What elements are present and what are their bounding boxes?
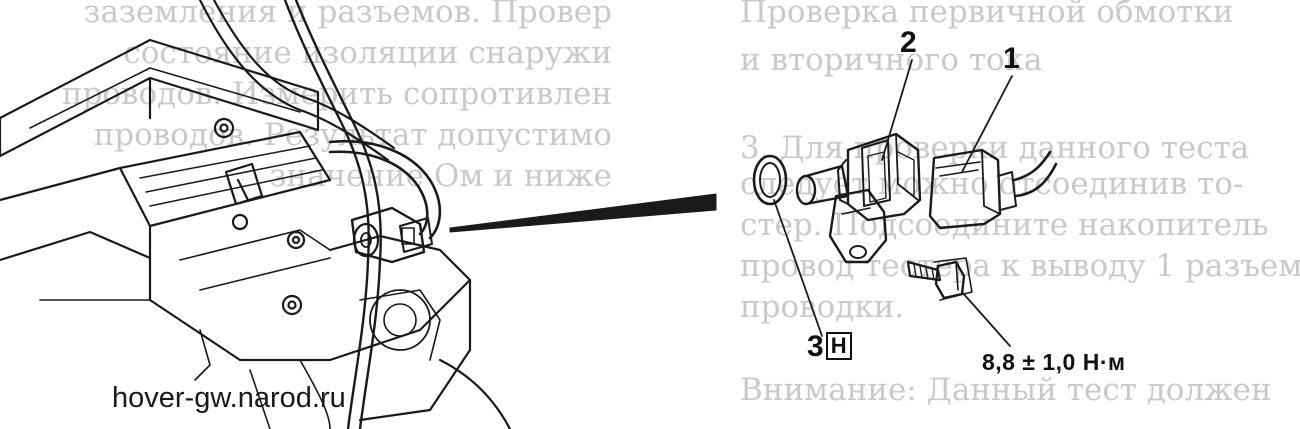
harness-connector	[928, 148, 1058, 230]
engine-hoses	[198, 0, 442, 429]
replace-part-mark: H	[825, 332, 852, 360]
leader-line-1	[961, 75, 1013, 173]
o-ring	[752, 154, 788, 206]
callout-o-ring-digit: 3	[807, 330, 824, 363]
leader-line-3	[773, 199, 823, 337]
leader-lines	[773, 59, 1013, 347]
installed-sensor	[350, 206, 433, 264]
crankshaft-position-sensor	[795, 132, 922, 264]
callout-connector-number: 1	[1003, 42, 1020, 75]
leader-line-2	[881, 59, 913, 161]
site-watermark: hover-gw.narod.ru	[112, 382, 346, 414]
mounting-bolt	[906, 257, 973, 301]
torque-spec-label: 8,8 ± 1,0 Н·м	[982, 349, 1126, 375]
engine-block	[0, 38, 512, 429]
callout-sensor-number: 2	[900, 26, 917, 59]
zoom-pointer-wedge	[449, 193, 717, 233]
leader-line-torque	[961, 291, 1011, 347]
